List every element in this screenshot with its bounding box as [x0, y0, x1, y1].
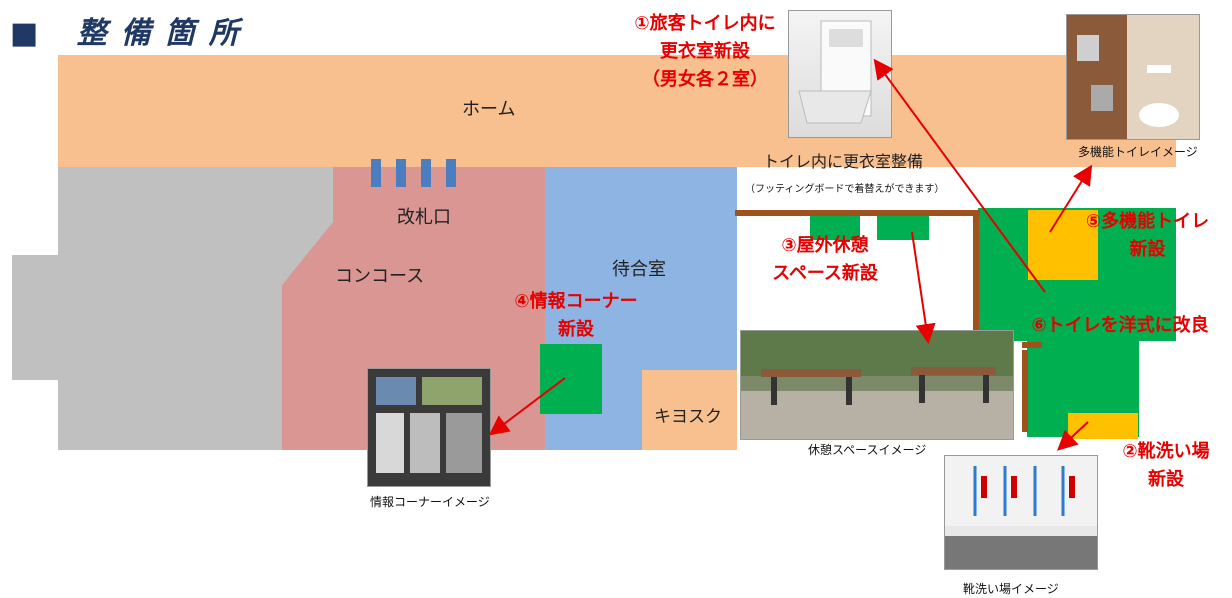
- shoe-wash-area: [1068, 413, 1138, 439]
- arrow-to-rest-space: [911, 231, 936, 344]
- ticket-gate-label: 改札口: [397, 207, 451, 228]
- kiosk-label: キヨスク: [654, 407, 722, 427]
- wall-vertical-lower: [1022, 350, 1028, 432]
- wall-short: [1022, 342, 1042, 348]
- info-corner-area: [540, 344, 602, 414]
- arrow-to-shoe-wash: [1057, 421, 1089, 451]
- page-title: ■ 整備箇所: [10, 16, 253, 51]
- rest-space-block-1: [810, 214, 860, 240]
- annotation-5-line1: ⑤多機能トイレ: [1085, 211, 1210, 232]
- platform-label: ホーム: [462, 99, 516, 120]
- annotation-6: ⑥トイレを洋式に改良: [1031, 315, 1209, 336]
- wall-vertical: [973, 210, 979, 334]
- rest-space-block-2: [877, 214, 929, 240]
- annotation-1: ①旅客トイレ内に 更衣室新設 （男女各２室）: [625, 10, 785, 94]
- shoe-wash-photo: [944, 455, 1098, 570]
- accessible-toilet-photo: [1066, 14, 1200, 140]
- ticket-gate-2: [396, 159, 406, 187]
- rest-space-photo: [740, 330, 1014, 440]
- building-left-annex: [12, 255, 62, 380]
- ticket-gate-1: [371, 159, 381, 187]
- wall-horizontal: [735, 210, 980, 216]
- shoe-wash-caption: 靴洗い場イメージ: [963, 582, 1059, 596]
- annotation-1-line2: 更衣室新設: [660, 41, 750, 62]
- annotation-4-line1: ④情報コーナー: [514, 291, 638, 312]
- fitting-room-note: トイレ内に更衣室整備: [763, 152, 924, 171]
- annotation-2-line2: 新設: [1148, 469, 1184, 490]
- arrow-to-accessible-toilet: [1049, 164, 1093, 233]
- rest-space-caption: 休憩スペースイメージ: [808, 443, 927, 457]
- annotation-3-line1: ③屋外休憩: [781, 235, 869, 256]
- annotation-3: ③屋外休憩 スペース新設: [745, 232, 905, 288]
- annotation-4-line2: 新設: [558, 319, 594, 340]
- arrow-to-fitting-board: [873, 58, 1046, 293]
- annotation-5-line2: 新設: [1129, 239, 1166, 260]
- annotation-1-line1: ①旅客トイレ内に: [634, 13, 776, 34]
- ticket-gate-4: [446, 159, 456, 187]
- arrow-to-info-corner: [488, 377, 566, 436]
- annotation-3-line2: スペース新設: [772, 263, 878, 284]
- annotation-2: ②靴洗い場 新設: [1102, 438, 1230, 494]
- kiosk: [642, 370, 737, 450]
- concourse-label: コンコース: [335, 266, 425, 287]
- fitting-room-subnote: （フッティングボードで着替えができます）: [745, 184, 945, 195]
- annotation-1-line3: （男女各２室）: [642, 69, 768, 90]
- platform-area: [58, 55, 1176, 167]
- info-corner-photo: [367, 368, 491, 487]
- annotation-5: ⑤多機能トイレ 新設: [1080, 208, 1215, 264]
- waiting-room-label: 待合室: [612, 259, 666, 280]
- info-corner-caption: 情報コーナーイメージ: [370, 495, 490, 509]
- ticket-gate-3: [421, 159, 431, 187]
- annotation-4: ④情報コーナー 新設: [490, 288, 662, 344]
- annotation-2-line1: ②靴洗い場: [1122, 441, 1210, 462]
- accessible-toilet-area: [1028, 210, 1098, 280]
- accessible-toilet-caption: 多機能トイレイメージ: [1078, 145, 1198, 159]
